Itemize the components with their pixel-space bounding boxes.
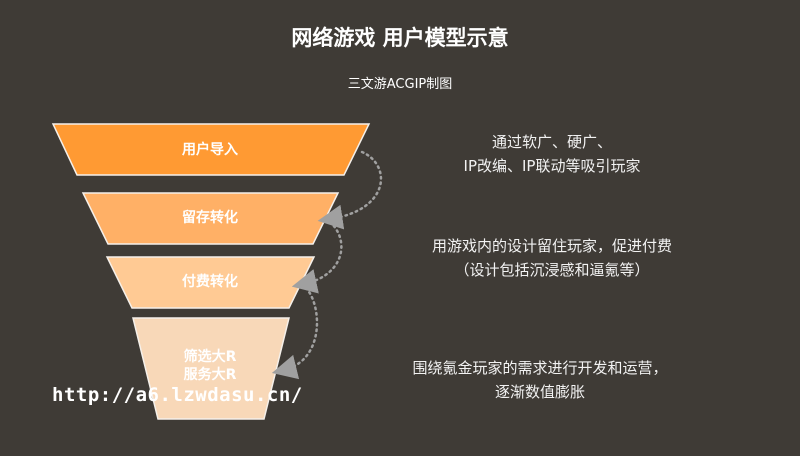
funnel-stage-4-line-1: 筛选大R [183, 349, 237, 365]
description-2: 用游戏内的设计留住玩家，促进付费 （设计包括沉浸感和逼氪等） [352, 234, 752, 282]
description-3: 围绕氪金玩家的需求进行开发和运营， 逐渐数值膨胀 [340, 356, 740, 404]
description-2-line-2: （设计包括沉浸感和逼氪等） [454, 261, 650, 279]
funnel-stage-4-line-2: 服务大R [183, 367, 237, 383]
funnel-stage-1-shape [51, 123, 371, 176]
arrow-3 [271, 286, 319, 380]
description-3-line-1: 围绕氪金玩家的需求进行开发和运营， [412, 359, 668, 377]
description-1-line-2: IP改编、IP联动等吸引玩家 [463, 157, 641, 175]
page-title: 网络游戏 用户模型示意 [291, 26, 509, 50]
funnel-stage-2-label: 留存转化 [182, 210, 238, 226]
arrow-1 [317, 150, 383, 230]
description-2-line-1: 用游戏内的设计留住玩家，促进付费 [431, 237, 672, 255]
funnel-stage-3-label: 付费转化 [182, 274, 238, 290]
arrow-2 [291, 220, 343, 294]
funnel-stage-1-label: 用户导入 [182, 142, 238, 158]
funnel-stage-3-shape [105, 256, 316, 309]
watermark-url: http://a6.lzwdasu.cn/ [52, 384, 303, 406]
description-1: 通过软广、硬广、 IP改编、IP联动等吸引玩家 [352, 130, 752, 178]
description-1-line-1: 通过软广、硬广、 [491, 133, 612, 151]
funnel-stage-4-label: 筛选大R 服务大R [110, 348, 310, 384]
subtitle: 三文游ACGIP制图 [347, 77, 453, 92]
funnel-stage-2-shape [81, 192, 340, 245]
description-3-line-2: 逐渐数值膨胀 [494, 383, 585, 401]
funnel-stage-4-shape [132, 317, 290, 420]
